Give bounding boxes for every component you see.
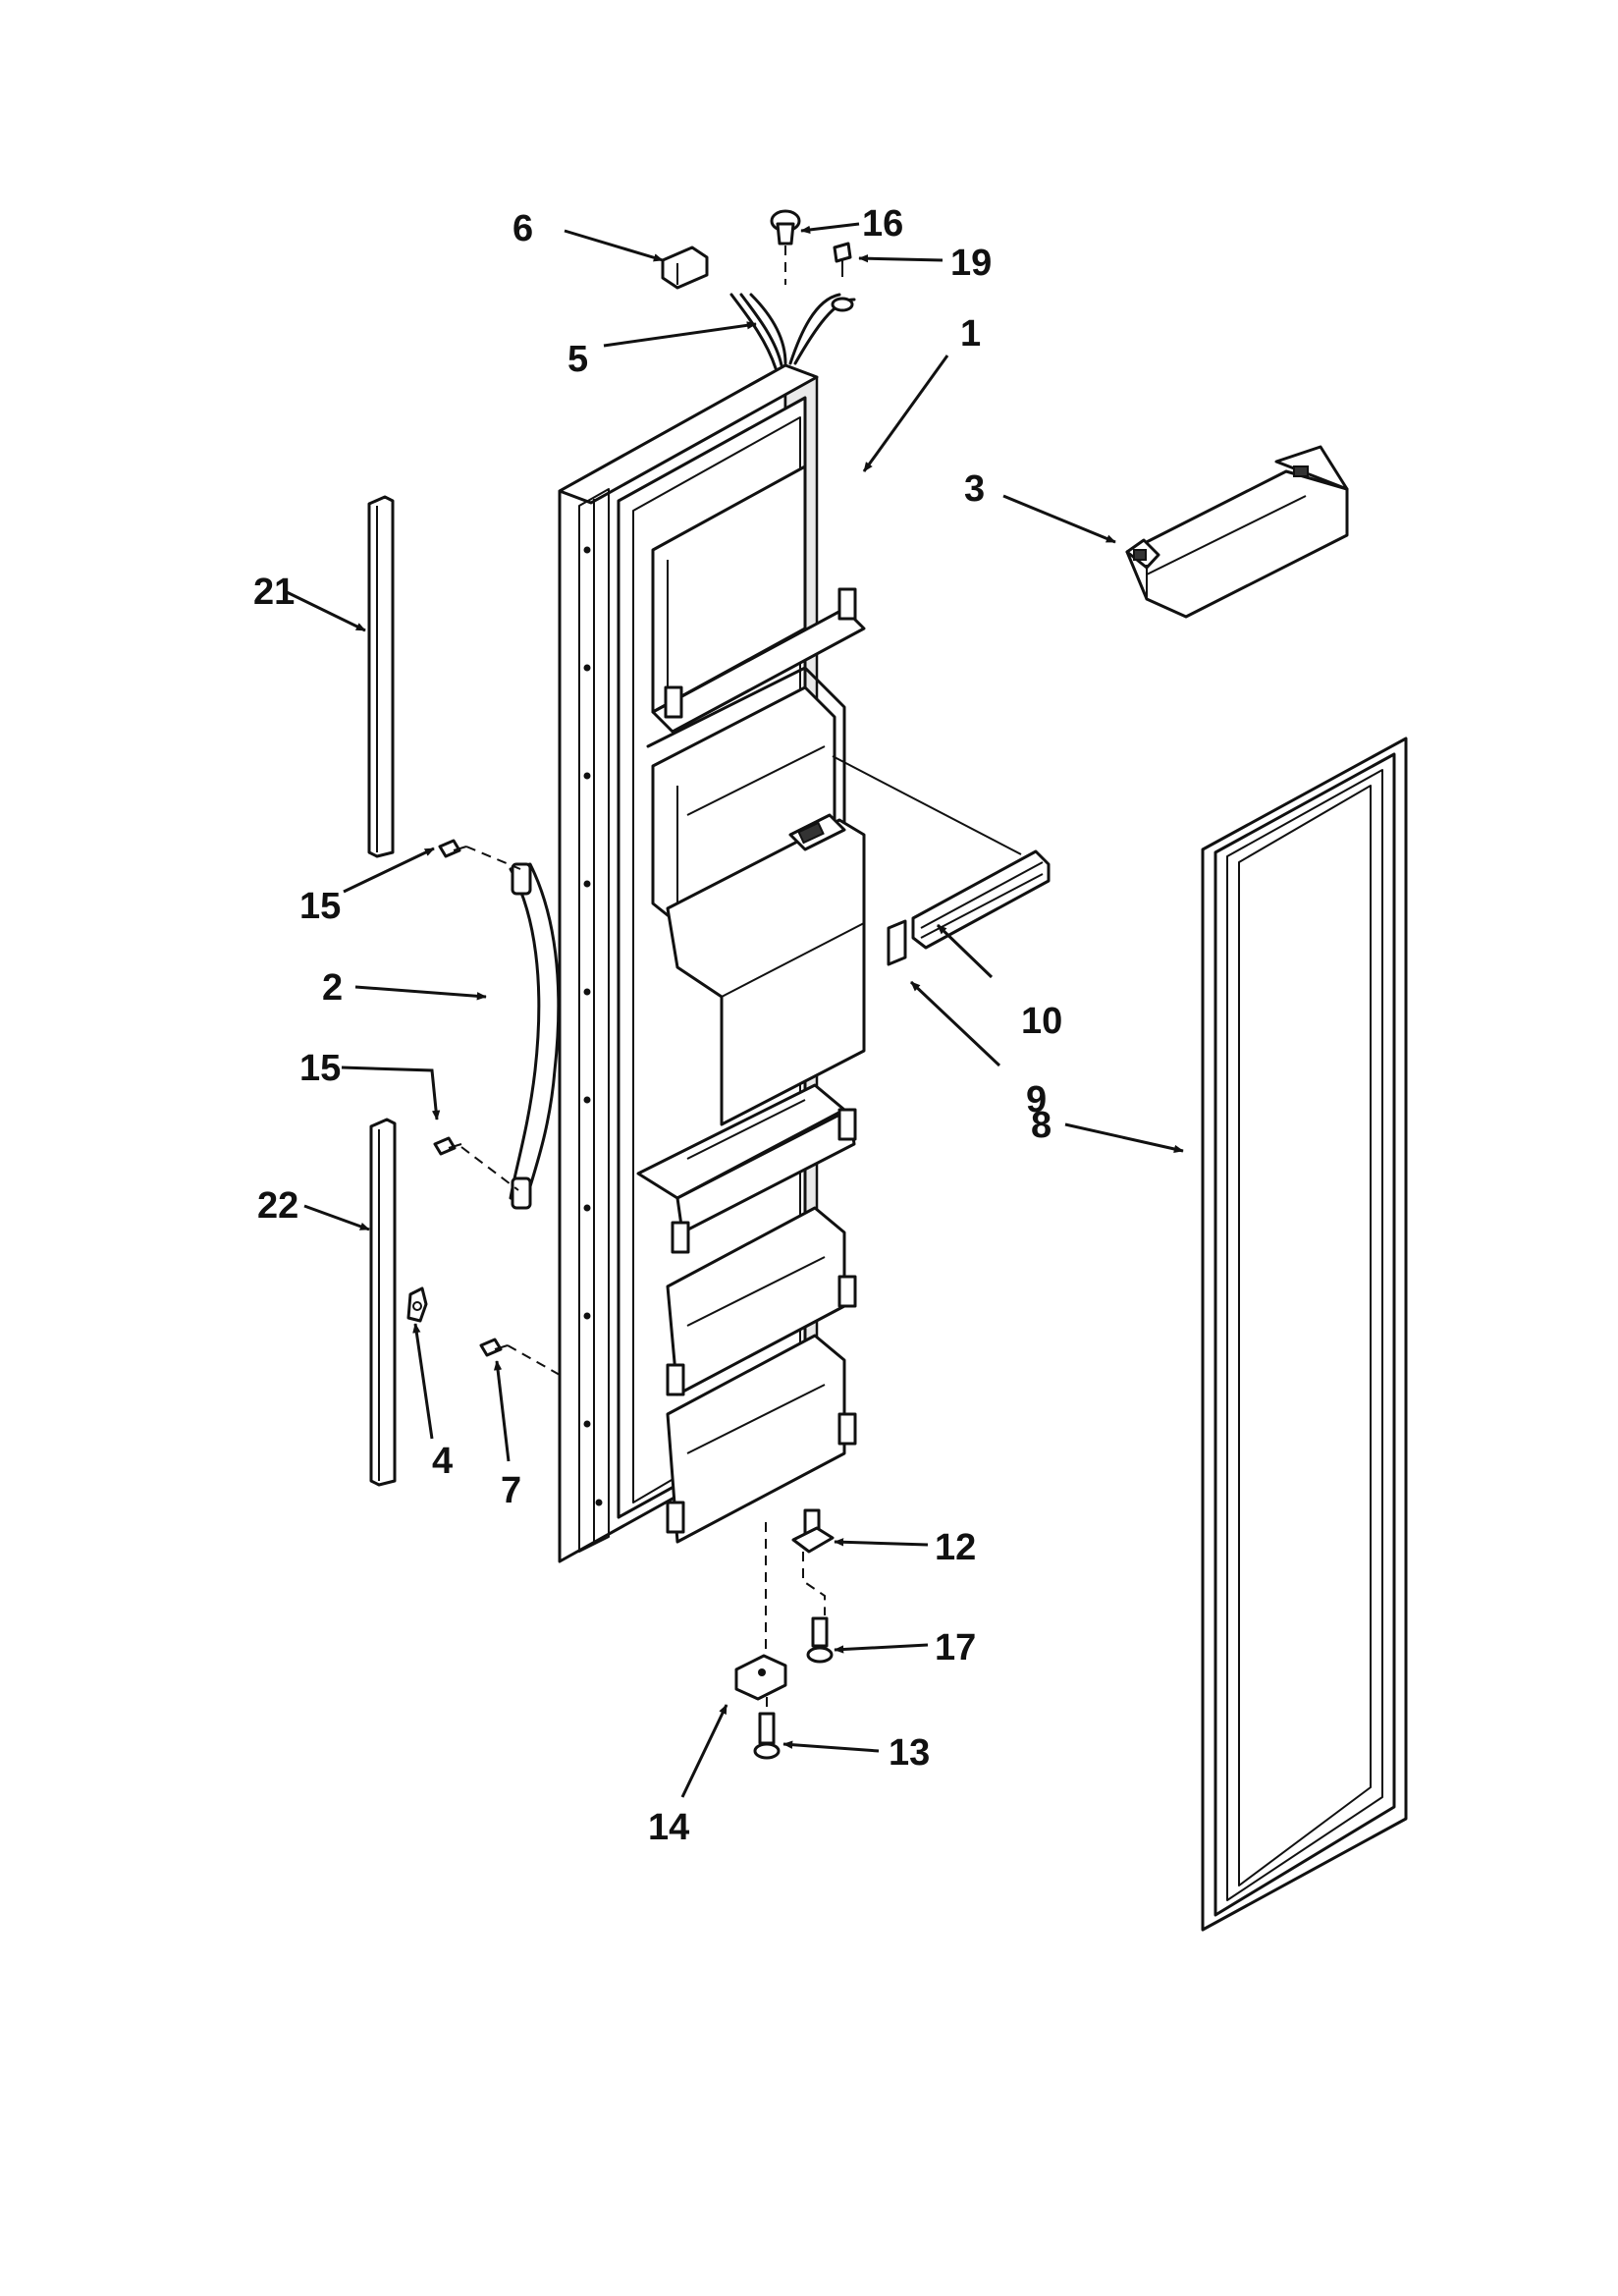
ground-screw (833, 242, 852, 277)
bottom-hinge-screw (753, 1712, 781, 1760)
leader-arrows (284, 222, 1184, 1798)
callout-15-upper: 15 (299, 886, 341, 927)
trim-screw (479, 1338, 509, 1357)
door-gasket (1201, 737, 1408, 1932)
callout-1: 1 (960, 313, 981, 355)
bottom-hinge (734, 1654, 787, 1701)
middle-shelf (636, 1083, 857, 1254)
callout-16: 16 (862, 203, 903, 245)
callout-2: 2 (322, 967, 343, 1009)
callout-14: 14 (648, 1807, 689, 1848)
callout-10: 10 (1021, 1001, 1062, 1042)
lower-shelf-1 (666, 1206, 857, 1396)
trim-strip-lower (369, 1118, 397, 1487)
callout-8: 8 (1031, 1105, 1052, 1146)
callout-3: 3 (964, 468, 985, 510)
top-shelf (651, 465, 866, 734)
callout-7: 7 (501, 1470, 521, 1511)
door-bin (1125, 445, 1349, 619)
callout-17: 17 (935, 1627, 976, 1668)
trim-strip-upper (367, 495, 395, 858)
light-socket (770, 209, 801, 285)
callout-19: 19 (950, 243, 992, 284)
callout-13: 13 (889, 1732, 930, 1774)
hinge-screw (806, 1616, 834, 1664)
hinge-pin-bracket (791, 1508, 835, 1554)
callout-labels: 6 16 19 5 1 3 21 15 2 15 22 4 7 10 9 8 1… (253, 203, 1062, 1848)
callout-6: 6 (512, 208, 533, 249)
dispenser-trim-bar (911, 849, 1051, 950)
wire-harness (729, 293, 856, 370)
dispenser-housing (646, 666, 866, 1126)
callout-9: 9 (1026, 1079, 1047, 1121)
bottom-shelf (666, 1334, 857, 1544)
callout-5: 5 (567, 339, 588, 380)
callout-12: 12 (935, 1527, 976, 1568)
door-handle (509, 862, 561, 1210)
callout-4: 4 (432, 1441, 453, 1482)
door-screw-holes (583, 546, 603, 1506)
handle-screw-upper (438, 839, 467, 858)
dispenser-trim-cap (887, 919, 907, 966)
trim-clip (406, 1286, 428, 1323)
callout-21: 21 (253, 572, 295, 613)
callout-15-lower: 15 (299, 1048, 341, 1089)
handle-screw-lower (433, 1136, 462, 1156)
wire-connector (661, 246, 709, 290)
door-liner-assembly (558, 363, 866, 1563)
callout-22: 22 (257, 1185, 298, 1227)
